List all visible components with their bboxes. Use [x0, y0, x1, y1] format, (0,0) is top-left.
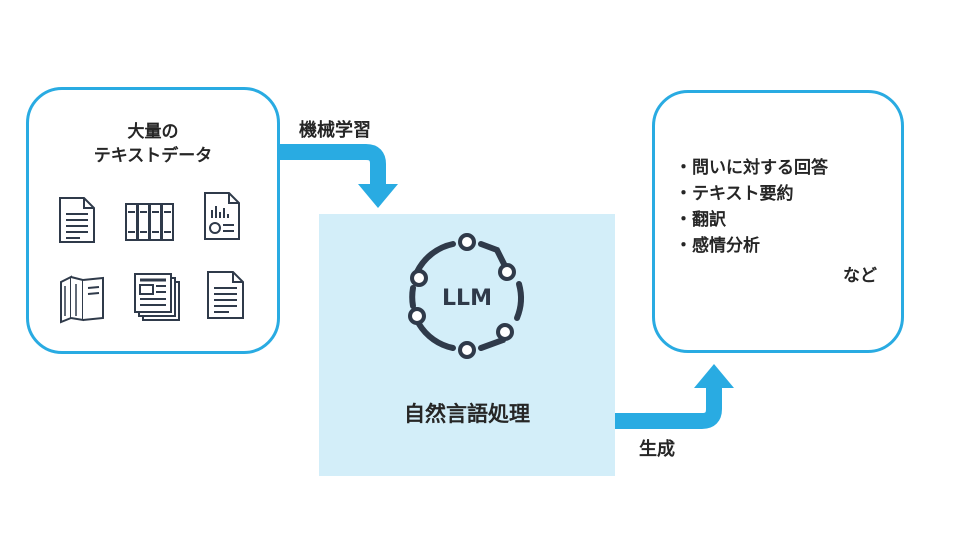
output-item-sentiment: ・感情分析 — [675, 236, 760, 256]
llm-caption: 自然言語処理 — [404, 402, 530, 426]
input-data-box: 大量の テキストデータ — [26, 87, 280, 354]
output-item-translation: ・翻訳 — [675, 210, 726, 230]
newspaper-stack-icon — [131, 270, 183, 324]
document-icon — [54, 194, 100, 246]
generation-label: 生成 — [639, 439, 675, 460]
llm-box: LLM 自然言語処理 — [319, 214, 615, 476]
output-item-answer: ・問いに対する回答 — [675, 158, 828, 178]
output-box: ・問いに対する回答 ・テキスト要約 ・翻訳 ・感情分析 など — [652, 90, 904, 353]
generation-arrow — [614, 364, 734, 429]
input-title-line1: 大量の — [127, 122, 179, 142]
input-title-line2: テキストデータ — [93, 146, 213, 166]
output-item-summary: ・テキスト要約 — [675, 184, 794, 204]
learning-arrow — [278, 144, 398, 208]
binders-icon — [123, 200, 177, 244]
llm-badge-text: LLM — [442, 286, 492, 311]
books-icon — [57, 272, 107, 324]
output-etc: など — [843, 266, 877, 286]
machine-learning-label: 機械学習 — [299, 120, 371, 141]
llm-circuit-icon: LLM — [408, 233, 524, 359]
report-chart-icon — [201, 190, 243, 242]
document-icon — [203, 268, 249, 322]
